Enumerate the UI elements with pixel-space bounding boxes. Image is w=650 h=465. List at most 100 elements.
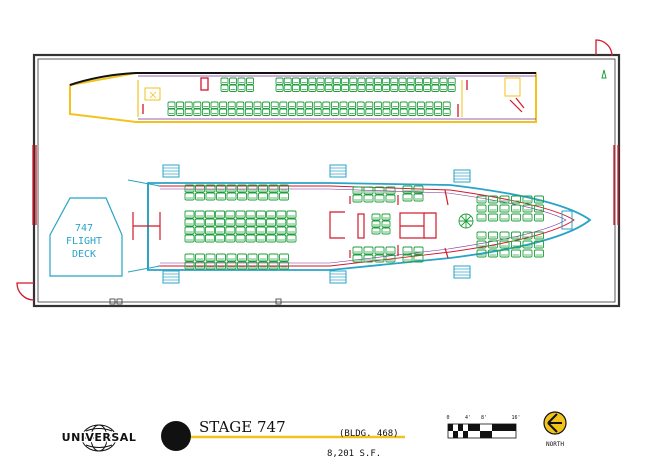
seat-icon	[399, 108, 408, 116]
seat-icon	[341, 77, 350, 85]
seat-icon	[385, 254, 396, 263]
seat-icon	[184, 101, 193, 109]
seat-icon	[363, 254, 374, 263]
seat-icon	[247, 253, 258, 262]
seat-icon	[363, 194, 374, 203]
seat-icon	[184, 218, 195, 227]
seat-icon	[255, 210, 266, 219]
seat-icon	[488, 213, 498, 222]
seat-icon	[287, 108, 296, 116]
door-stair-icon	[162, 164, 180, 178]
seat-icon	[225, 210, 236, 219]
seat-icon	[390, 84, 399, 92]
upper-deck-seats	[167, 77, 456, 116]
seat-icon	[215, 218, 226, 227]
seat-icon	[193, 108, 202, 116]
universal-wordmark: UNIVERSAL	[62, 431, 137, 444]
door-stair-icon	[162, 270, 180, 284]
seat-icon	[476, 213, 487, 222]
seat-icon	[352, 246, 363, 255]
seat-icon	[184, 108, 193, 116]
seat-icon	[266, 234, 277, 243]
seat-icon	[522, 204, 533, 213]
seat-icon	[356, 108, 365, 116]
main-deck-seats	[184, 184, 544, 270]
seat-icon	[219, 101, 228, 109]
seat-icon	[296, 108, 305, 116]
seat-icon	[286, 210, 297, 219]
seat-icon	[201, 101, 210, 109]
seat-icon	[365, 77, 374, 85]
seat-icon	[245, 226, 256, 235]
seat-icon	[534, 231, 544, 240]
universal-logo: UNIVERSAL	[60, 424, 137, 452]
square-footage: 8,201 S.F.	[327, 449, 381, 459]
seat-icon	[195, 192, 205, 201]
seat-icon	[201, 108, 210, 116]
seat-icon	[237, 84, 246, 92]
seat-icon	[511, 213, 521, 222]
seat-icon	[184, 261, 195, 270]
door-stair-icon	[453, 265, 471, 279]
seat-icon	[258, 261, 268, 270]
seat-icon	[236, 108, 245, 116]
seat-icon	[246, 77, 254, 85]
seat-icon	[499, 240, 510, 249]
seat-icon	[357, 84, 366, 92]
seat-icon	[275, 84, 284, 92]
seat-icon	[283, 77, 292, 85]
seat-icon	[365, 108, 374, 116]
seat-icon	[316, 77, 325, 85]
seat-icon	[382, 108, 391, 116]
seat-icon	[488, 195, 498, 204]
seat-icon	[322, 101, 331, 109]
seat-icon	[268, 253, 279, 262]
seat-icon	[374, 186, 385, 195]
seat-icon	[219, 108, 228, 116]
seat-icon	[382, 77, 391, 85]
seat-icon	[300, 77, 309, 85]
compass-icon	[543, 411, 567, 435]
seat-icon	[431, 77, 440, 85]
door-stair-icon	[329, 164, 347, 178]
seat-icon	[332, 77, 341, 85]
seat-icon	[244, 108, 253, 116]
seat-icon	[247, 192, 258, 201]
seat-icon	[348, 101, 357, 109]
seat-icon	[476, 195, 487, 204]
seat-icon	[247, 261, 258, 270]
seat-icon	[476, 249, 487, 258]
seat-icon	[167, 108, 176, 116]
seat-icon	[266, 210, 277, 219]
seat-icon	[534, 240, 544, 249]
seat-icon	[225, 234, 236, 243]
seat-icon	[324, 84, 333, 92]
seat-icon	[184, 192, 195, 201]
seat-icon	[245, 234, 256, 243]
seat-icon	[229, 84, 237, 92]
seat-icon	[382, 84, 391, 92]
seat-icon	[268, 261, 279, 270]
seat-icon	[385, 186, 396, 195]
seat-icon	[204, 218, 215, 227]
seat-icon	[406, 84, 415, 92]
seat-icon	[352, 254, 363, 263]
seat-icon	[488, 231, 498, 240]
seat-icon	[276, 210, 287, 219]
seat-icon	[215, 234, 226, 243]
seat-icon	[226, 192, 237, 201]
seat-icon	[194, 234, 205, 243]
seat-icon	[279, 184, 289, 193]
seat-icon	[204, 234, 215, 243]
seat-icon	[194, 210, 205, 219]
seat-icon	[476, 204, 487, 213]
seat-icon	[266, 226, 277, 235]
stage-marker-circle	[161, 421, 191, 451]
seat-icon	[373, 77, 382, 85]
scale-label-8: 8'	[481, 415, 487, 421]
seat-icon	[227, 108, 236, 116]
seat-icon	[381, 220, 391, 228]
seat-icon	[534, 249, 544, 258]
seat-icon	[184, 253, 195, 262]
seat-icon	[352, 194, 363, 203]
